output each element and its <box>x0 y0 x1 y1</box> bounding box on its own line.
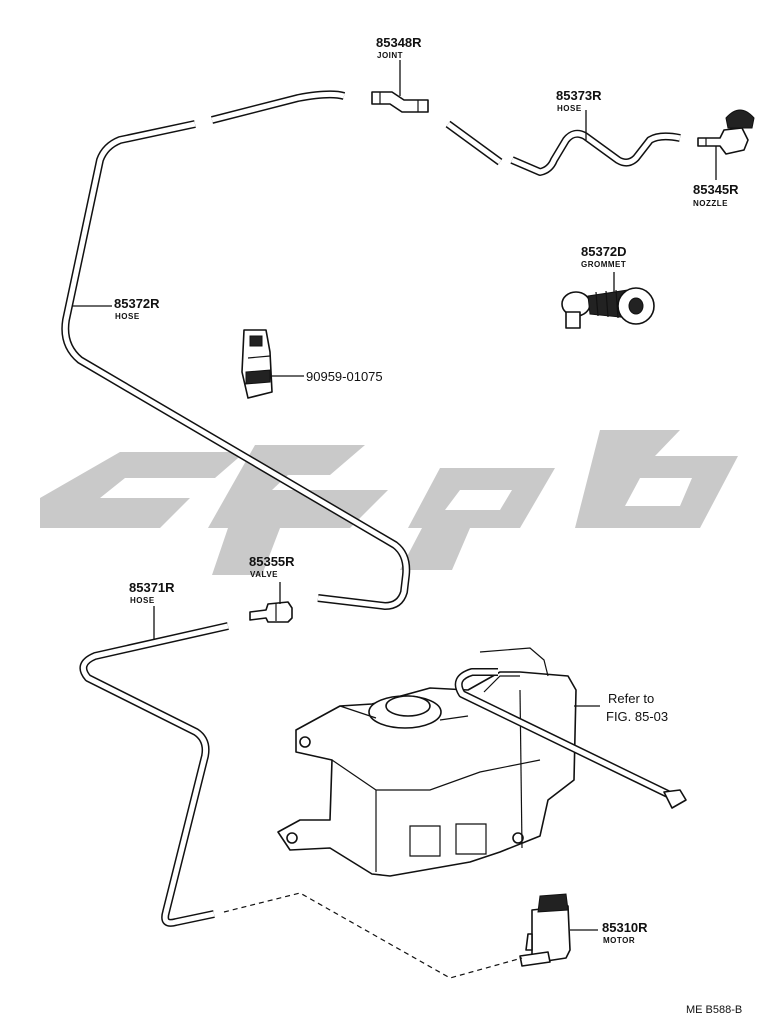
part-number: 85372R <box>114 296 160 311</box>
joint-85348R[interactable] <box>371 91 429 113</box>
label-hose-lower: 85371R HOSE <box>129 580 175 605</box>
part-number: 85371R <box>129 580 175 595</box>
hose-85373R[interactable] <box>510 129 681 176</box>
part-number: 85355R <box>249 554 295 569</box>
nozzle-85345R[interactable] <box>697 109 755 155</box>
part-number: 90959-01075 <box>306 369 383 384</box>
leader-lines <box>72 60 717 931</box>
part-description: HOSE <box>130 596 155 605</box>
washer-tank[interactable] <box>277 647 577 877</box>
part-number: 85373R <box>556 88 602 103</box>
label-hose-long: 85372R HOSE <box>114 296 160 321</box>
hose-85371R[interactable] <box>79 622 229 927</box>
part-description: HOSE <box>115 312 140 321</box>
part-description: JOINT <box>377 51 403 60</box>
part-number: 85372D <box>581 244 627 259</box>
valve-85355R[interactable] <box>249 601 293 623</box>
label-clip: 90959-01075 <box>306 369 383 384</box>
hose-85372R[interactable] <box>61 90 503 610</box>
dashed-routing-line <box>223 892 523 979</box>
filler-tube[interactable] <box>454 668 687 809</box>
label-joint: 85348R JOINT <box>376 35 422 60</box>
label-valve: 85355R VALVE <box>249 554 295 579</box>
part-number: 85345R <box>693 182 739 197</box>
part-description: MOTOR <box>603 936 635 945</box>
motor-85310R[interactable] <box>519 893 571 967</box>
label-hose-upper-right: 85373R HOSE <box>556 88 602 113</box>
clip-90959-01075[interactable] <box>241 329 273 399</box>
label-motor: 85310R MOTOR <box>602 920 648 945</box>
label-grommet: 85372D GROMMET <box>581 244 627 269</box>
part-description: HOSE <box>557 104 582 113</box>
part-description: VALVE <box>250 570 278 579</box>
label-reference: Refer to FIG. 85-03 <box>606 691 668 724</box>
reference-line-2: FIG. 85-03 <box>606 709 668 724</box>
reference-line-1: Refer to <box>608 691 654 706</box>
diagram-code: ME B588-B <box>686 1004 742 1016</box>
grommet-85372D[interactable] <box>561 287 655 329</box>
label-nozzle: 85345R NOZZLE <box>693 182 739 208</box>
part-description: NOZZLE <box>693 199 728 208</box>
part-number: 85348R <box>376 35 422 50</box>
watermark-logo <box>40 430 738 575</box>
part-number: 85310R <box>602 920 648 935</box>
part-description: GROMMET <box>581 260 626 269</box>
